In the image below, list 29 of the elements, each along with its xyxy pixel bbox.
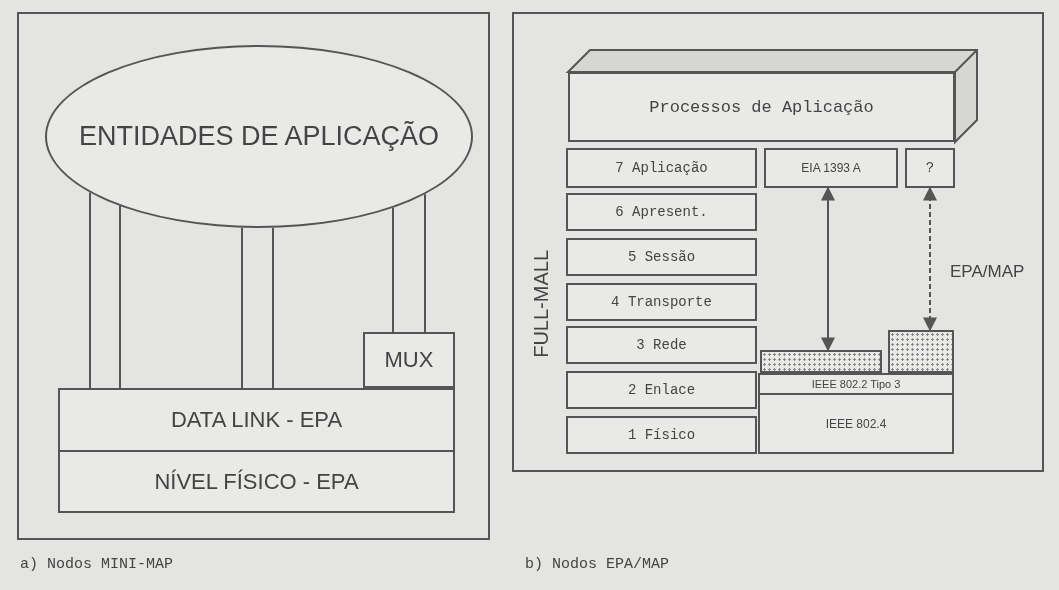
protocol-box — [888, 330, 954, 373]
layer-box: 6 Apresent. — [566, 193, 757, 231]
layer-box: 3 Rede — [566, 326, 757, 364]
protocol-box: IEEE 802.2 Tipo 3 — [758, 373, 954, 395]
figure-caption: b) Nodos EPA/MAP — [525, 556, 670, 573]
connector-line — [272, 226, 274, 389]
protocol-box: EIA 1393 A — [764, 148, 898, 188]
figure-caption: a) Nodos MINI-MAP — [20, 556, 174, 573]
connector-line — [392, 206, 394, 333]
protocol-box — [760, 350, 882, 373]
connector-line — [119, 205, 121, 389]
side-label: FULL-MALL — [530, 250, 553, 358]
process-box: Processos de Aplicação — [568, 72, 955, 142]
arrow — [923, 186, 937, 332]
connector-line — [424, 193, 426, 333]
layer-box: 4 Transporte — [566, 283, 757, 321]
arrow — [821, 186, 835, 352]
layer-box: 7 Aplicação — [566, 148, 757, 188]
protocol-box: IEEE 802.4 — [758, 393, 954, 454]
layer-box: 1 Físico — [566, 416, 757, 454]
connector-line — [241, 226, 243, 389]
layer-box: 2 Enlace — [566, 371, 757, 409]
entity-ellipse: ENTIDADES DE APLICAÇÃO — [45, 45, 473, 228]
protocol-box: ? — [905, 148, 955, 188]
layer-box: 5 Sessão — [566, 238, 757, 276]
layer-box: DATA LINK - EPA — [58, 388, 455, 452]
connector-line — [89, 191, 91, 389]
layer-box: NÍVEL FÍSICO - EPA — [58, 450, 455, 513]
mux-box: MUX — [363, 332, 455, 388]
